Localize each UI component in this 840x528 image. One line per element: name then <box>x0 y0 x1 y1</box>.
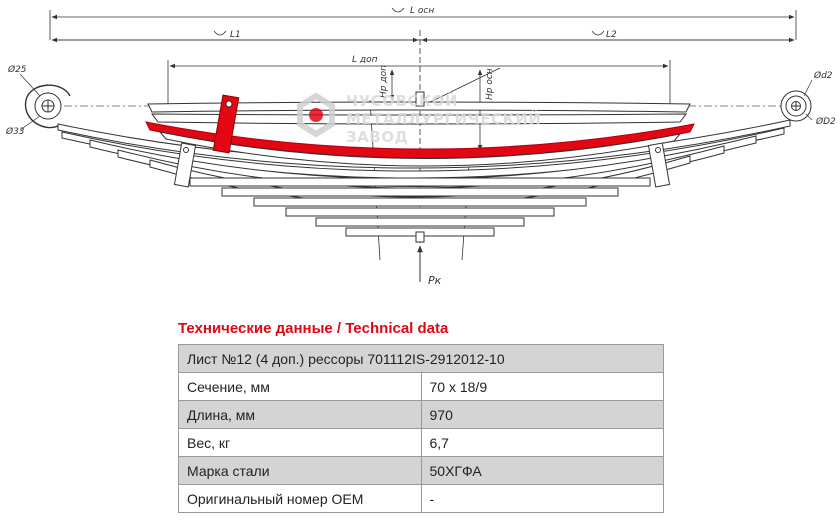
dim-label-d33: Ø33 <box>5 126 25 137</box>
watermark-line3: ЗАВОД <box>346 128 408 146</box>
clamp-left-red <box>212 94 240 154</box>
row-value: 6,7 <box>420 428 664 457</box>
dim-label-d-big: ØD2 <box>815 116 836 127</box>
table-row: Марка стали 50ХГФА <box>178 456 664 485</box>
dimension-l-add <box>167 60 671 108</box>
watermark-logo-icon <box>297 92 335 138</box>
table-row: Оригинальный номер OEM - <box>178 484 664 513</box>
watermark-line2: МЕТАЛЛУРГИЧЕСКИЙ <box>346 109 541 128</box>
dimension-l1-l2 <box>51 30 795 250</box>
eye-leaders <box>19 73 813 131</box>
additional-leaves <box>147 101 691 125</box>
dim-label-l2: L2 <box>606 30 617 40</box>
row-value: 50ХГФА <box>420 456 664 485</box>
row-value: 970 <box>420 400 664 429</box>
dim-label-h-add: Нр доп <box>379 65 389 98</box>
table-header-row: Лист №12 (4 доп.) рессоры 701112IS-29120… <box>178 344 664 373</box>
row-value: 70 x 18/9 <box>420 372 664 401</box>
watermark-line1: ЧУСОВСКОЙ <box>346 91 458 110</box>
dimension-l-main <box>49 7 797 40</box>
dim-label-d-small: Ød2 <box>813 70 833 81</box>
leaf-spring-drawing: L осн L1 L2 L доп Нр доп Нр осн <box>5 6 836 287</box>
watermark: ЧУСОВСКОЙ МЕТАЛЛУРГИЧЕСКИЙ ЗАВОД <box>297 91 541 146</box>
row-label: Длина, мм <box>178 400 422 429</box>
tech-data-table: Лист №12 (4 доп.) рессоры 701112IS-29120… <box>178 344 664 513</box>
load-label: Pк <box>428 274 442 287</box>
row-value: - <box>420 484 664 513</box>
table-row: Вес, кг 6,7 <box>178 428 664 457</box>
table-row: Сечение, мм 70 x 18/9 <box>178 372 664 401</box>
row-label: Вес, кг <box>178 428 422 457</box>
right-eye <box>780 90 812 122</box>
row-label: Сечение, мм <box>178 372 422 401</box>
lower-additional-leaves <box>158 131 682 167</box>
dim-label-l1: L1 <box>230 30 241 40</box>
dim-label-h-main: Нр осн <box>485 68 495 100</box>
row-label: Оригинальный номер OEM <box>178 484 422 513</box>
table-header: Лист №12 (4 доп.) рессоры 701112IS-29120… <box>178 344 664 373</box>
clamp-right <box>647 142 671 188</box>
table-row: Длина, мм 970 <box>178 400 664 429</box>
dim-label-l-add: L доп <box>352 55 378 65</box>
clamp-left <box>173 142 197 188</box>
dim-label-l-main: L осн <box>410 6 434 16</box>
center-bolt <box>415 91 425 243</box>
row-label: Марка стали <box>178 456 422 485</box>
dim-label-d25: Ø25 <box>7 64 27 75</box>
left-eye <box>24 84 71 129</box>
tech-data-title: Технические данные / Technical data <box>178 320 449 337</box>
